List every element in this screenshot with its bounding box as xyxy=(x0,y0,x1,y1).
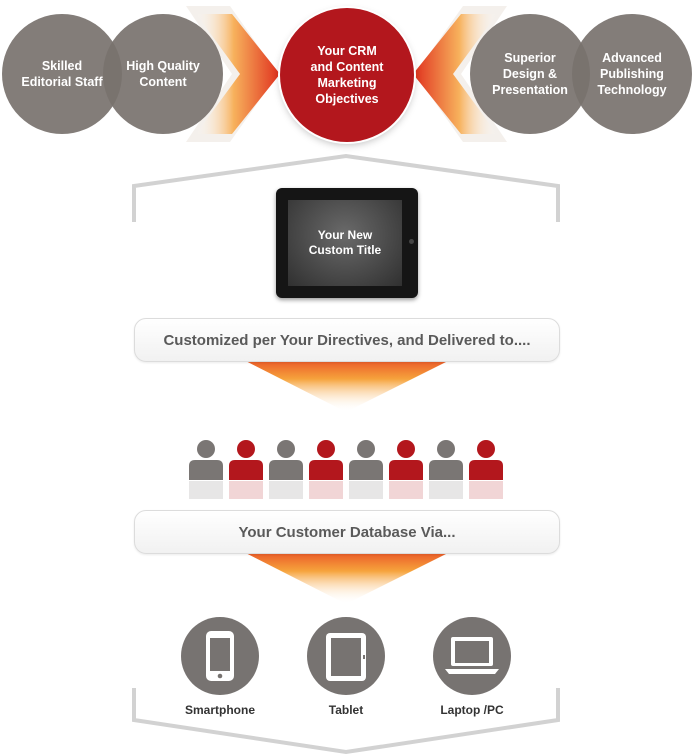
circle-label: High Quality Content xyxy=(126,59,200,89)
funnel-arrow-2 xyxy=(228,544,466,604)
funnel-arrow-1 xyxy=(228,352,466,412)
circle-crm-objectives: Your CRM and Content Marketing Objective… xyxy=(280,8,414,142)
banner-text: Customized per Your Directives, and Deli… xyxy=(163,331,531,349)
person-icon xyxy=(189,440,223,499)
funnel-arrows xyxy=(228,352,466,604)
device-smartphone xyxy=(181,617,259,695)
tablet-screen: Your New Custom Title xyxy=(288,200,402,286)
person-icon xyxy=(229,440,263,499)
upper-bracket xyxy=(132,153,560,222)
tablet-device: Your New Custom Title xyxy=(276,188,418,298)
person-icon xyxy=(309,440,343,499)
people-row xyxy=(189,440,503,499)
circle-superior-design: Superior Design & Presentation xyxy=(470,14,590,134)
banner-text: Your Customer Database Via... xyxy=(238,523,456,541)
tablet-home-button xyxy=(409,239,414,244)
person-icon xyxy=(389,440,423,499)
person-icon xyxy=(469,440,503,499)
device-label-smartphone: Smartphone xyxy=(184,703,255,717)
circle-skilled-editorial-staff: Skilled Editorial Staff xyxy=(2,14,122,134)
tablet-title: Your New Custom Title xyxy=(308,228,382,257)
device-laptop xyxy=(433,617,511,695)
person-icon xyxy=(269,440,303,499)
laptop-icon xyxy=(445,637,499,674)
left-arrow xyxy=(196,14,280,134)
lower-bracket xyxy=(132,688,560,755)
smartphone-icon xyxy=(206,631,234,681)
device-tablet xyxy=(307,617,385,695)
circle-advanced-publishing-technology: Advanced Publishing Technology xyxy=(572,14,692,134)
circle-label: Your CRM and Content Marketing Objective… xyxy=(310,44,384,106)
circle-high-quality-content: High Quality Content xyxy=(103,14,223,134)
device-label-tablet: Tablet xyxy=(328,703,364,717)
right-arrow xyxy=(413,14,497,134)
tablet-icon xyxy=(326,633,366,681)
device-label-laptop: Laptop /PC xyxy=(440,703,504,717)
circle-label: Superior Design & Presentation xyxy=(492,51,568,97)
banner-customized: Customized per Your Directives, and Deli… xyxy=(134,318,560,362)
person-icon xyxy=(429,440,463,499)
banner-customer-database: Your Customer Database Via... xyxy=(134,510,560,554)
person-icon xyxy=(349,440,383,499)
circle-label: Skilled Editorial Staff xyxy=(21,59,103,89)
circle-label: Advanced Publishing Technology xyxy=(597,51,667,97)
